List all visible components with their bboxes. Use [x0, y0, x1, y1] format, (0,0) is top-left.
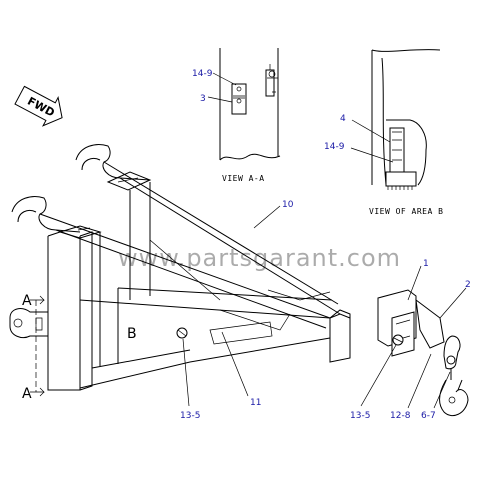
hitch-assembly	[377, 289, 469, 416]
callout-13-5-right: 13-5	[350, 411, 370, 421]
callout-3: 3	[200, 94, 206, 104]
view-a-detail	[207, 48, 281, 161]
view-a-caption: VIEW A-A	[222, 174, 265, 183]
section-marker-top: A	[22, 293, 32, 309]
watermark: www.partsgarant.com	[118, 244, 401, 272]
area-b-caption: VIEW OF AREA B	[369, 207, 443, 216]
boom-frame	[9, 144, 351, 391]
callout-11: 11	[250, 398, 261, 408]
area-marker-b: B	[127, 326, 137, 342]
section-marker-bottom: A	[22, 386, 32, 402]
callout-13-5-left: 13-5	[180, 411, 200, 421]
callout-12-8: 12-8	[390, 411, 411, 421]
callout-14-9-top: 14-9	[192, 69, 213, 79]
callout-14-9-right: 14-9	[324, 142, 345, 152]
fwd-arrow: FWD	[14, 85, 63, 127]
callout-4: 4	[340, 114, 346, 124]
callout-2: 2	[465, 280, 471, 290]
callout-1: 1	[423, 259, 429, 269]
section-line-a	[30, 295, 45, 397]
area-b-detail	[350, 49, 441, 190]
leader-lines	[182, 205, 467, 409]
callout-10: 10	[282, 200, 294, 210]
fwd-label: FWD	[25, 95, 57, 120]
callout-6-7: 6-7	[421, 411, 436, 421]
